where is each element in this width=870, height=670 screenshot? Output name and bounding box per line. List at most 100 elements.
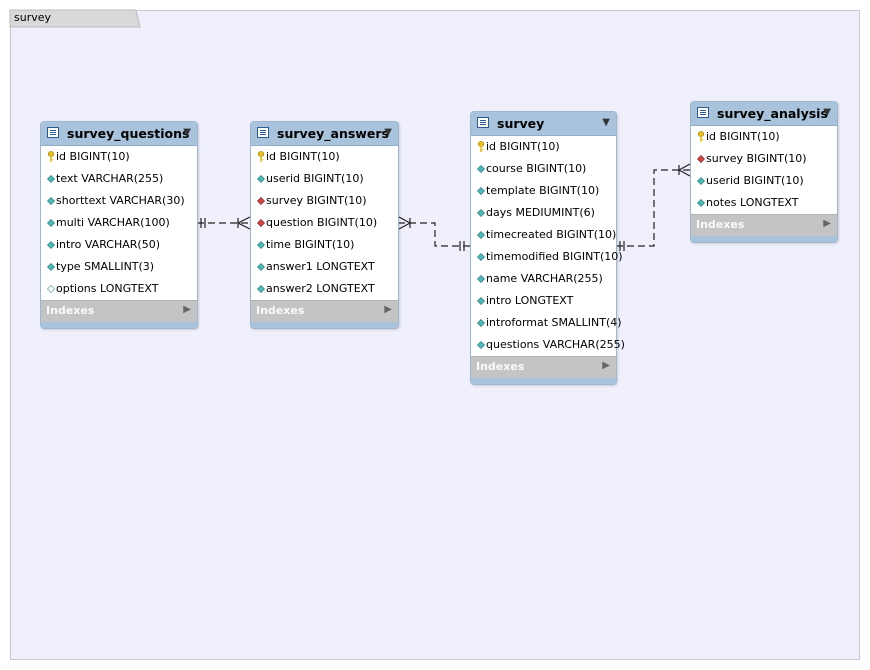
- column-icon: [477, 163, 485, 175]
- collapse-triangle-icon[interactable]: ▼: [823, 107, 831, 118]
- column-label: questions VARCHAR(255): [486, 338, 625, 351]
- key-icon: [477, 141, 485, 152]
- column-label: notes LONGTEXT: [706, 196, 799, 209]
- column-row[interactable]: timecreated BIGINT(10): [471, 224, 616, 246]
- column-row[interactable]: question BIGINT(10): [251, 212, 398, 234]
- diamond-icon: [47, 175, 55, 183]
- key-icon: [257, 151, 265, 162]
- foreign-key-icon: [257, 217, 265, 229]
- table-icon: [477, 117, 489, 128]
- column-icon: [47, 261, 55, 273]
- column-row[interactable]: text VARCHAR(255): [41, 168, 197, 190]
- column-row[interactable]: type SMALLINT(3): [41, 256, 197, 278]
- table-footer: [251, 322, 398, 328]
- column-row[interactable]: name VARCHAR(255): [471, 268, 616, 290]
- table-icon: [47, 127, 59, 138]
- column-row[interactable]: answer1 LONGTEXT: [251, 256, 398, 278]
- column-label: options LONGTEXT: [56, 282, 159, 295]
- column-row[interactable]: questions VARCHAR(255): [471, 334, 625, 356]
- column-row[interactable]: id BIGINT(10): [691, 126, 837, 148]
- column-row[interactable]: survey BIGINT(10): [251, 190, 398, 212]
- column-label: shorttext VARCHAR(30): [56, 194, 185, 207]
- column-row[interactable]: notes LONGTEXT: [691, 192, 837, 214]
- diamond-icon: [257, 263, 265, 271]
- table-name: survey_answers: [277, 126, 389, 141]
- foreign-key-icon: [257, 195, 265, 207]
- key-icon: [697, 131, 705, 142]
- expand-triangle-icon[interactable]: ▶: [384, 304, 392, 315]
- table-survey-questions[interactable]: survey_questions ▼ id BIGINT(10)text VAR…: [40, 121, 198, 329]
- column-row[interactable]: time BIGINT(10): [251, 234, 398, 256]
- table-header[interactable]: survey_answers ▼: [251, 122, 398, 146]
- column-label: multi VARCHAR(100): [56, 216, 170, 229]
- column-row[interactable]: answer2 LONGTEXT: [251, 278, 398, 300]
- indexes-section[interactable]: Indexes ▶: [691, 214, 837, 236]
- table-survey[interactable]: survey ▼ id BIGINT(10) course BIGINT(10) t…: [470, 111, 625, 385]
- column-label: id BIGINT(10): [486, 140, 560, 153]
- diamond-icon: [257, 175, 265, 183]
- table-header[interactable]: survey ▼: [471, 112, 616, 136]
- column-row[interactable]: intro VARCHAR(50): [41, 234, 197, 256]
- expand-triangle-icon[interactable]: ▶: [823, 218, 831, 229]
- primary-key-icon: [697, 131, 705, 143]
- key-icon: [47, 151, 55, 162]
- column-icon: [47, 217, 55, 229]
- collapse-triangle-icon[interactable]: ▼: [602, 117, 610, 128]
- column-label: name VARCHAR(255): [486, 272, 603, 285]
- table-footer: [691, 236, 837, 242]
- expand-triangle-icon[interactable]: ▶: [183, 304, 191, 315]
- diagram-tab-label: survey: [14, 11, 52, 24]
- column-row[interactable]: id BIGINT(10): [471, 136, 616, 158]
- diamond-icon: [257, 241, 265, 249]
- column-row[interactable]: id BIGINT(10): [251, 146, 398, 168]
- column-row[interactable]: intro LONGTEXT: [471, 290, 616, 312]
- column-row[interactable]: userid BIGINT(10): [251, 168, 398, 190]
- column-row[interactable]: userid BIGINT(10): [691, 170, 837, 192]
- diamond-icon: [477, 231, 485, 239]
- collapse-triangle-icon[interactable]: ▼: [384, 127, 392, 138]
- column-row[interactable]: options LONGTEXT: [41, 278, 197, 300]
- diamond-icon: [47, 219, 55, 227]
- column-row[interactable]: course BIGINT(10): [471, 158, 616, 180]
- column-row[interactable]: multi VARCHAR(100): [41, 212, 197, 234]
- column-label: survey BIGINT(10): [266, 194, 367, 207]
- column-row[interactable]: timemodified BIGINT(10): [471, 246, 623, 268]
- diamond-icon: [47, 197, 55, 205]
- column-label: intro LONGTEXT: [486, 294, 574, 307]
- table-header[interactable]: survey_analysis ▼: [691, 102, 837, 126]
- column-icon: [47, 239, 55, 251]
- column-label: userid BIGINT(10): [706, 174, 804, 187]
- column-icon: [477, 229, 485, 241]
- column-icon: [257, 261, 265, 273]
- table-name: survey_analysis: [717, 106, 828, 121]
- diamond-icon: [477, 253, 485, 261]
- column-row[interactable]: survey BIGINT(10): [691, 148, 837, 170]
- column-label: id BIGINT(10): [706, 130, 780, 143]
- diamond-icon: [477, 297, 485, 305]
- column-label: course BIGINT(10): [486, 162, 587, 175]
- diamond-icon: [477, 319, 485, 327]
- diagram-tab[interactable]: survey: [9, 9, 141, 28]
- indexes-section[interactable]: Indexes ▶: [251, 300, 398, 322]
- column-row[interactable]: shorttext VARCHAR(30): [41, 190, 197, 212]
- table-name: survey: [497, 116, 545, 131]
- column-label: time BIGINT(10): [266, 238, 355, 251]
- column-row[interactable]: days MEDIUMINT(6): [471, 202, 616, 224]
- table-survey-answers[interactable]: survey_answers ▼ id BIGINT(10) userid BIG…: [250, 121, 399, 329]
- column-row[interactable]: id BIGINT(10): [41, 146, 197, 168]
- column-row[interactable]: template BIGINT(10): [471, 180, 616, 202]
- table-survey-analysis[interactable]: survey_analysis ▼ id BIGINT(10) survey BI…: [690, 101, 838, 243]
- table-header[interactable]: survey_questions ▼: [41, 122, 197, 146]
- expand-triangle-icon[interactable]: ▶: [602, 360, 610, 371]
- column-label: answer2 LONGTEXT: [266, 282, 375, 295]
- column-icon: [257, 283, 265, 295]
- column-icon: [477, 251, 485, 263]
- red-diamond-icon: [257, 219, 265, 227]
- column-row[interactable]: introformat SMALLINT(4): [471, 312, 622, 334]
- column-label: userid BIGINT(10): [266, 172, 364, 185]
- indexes-section[interactable]: Indexes ▶: [41, 300, 197, 322]
- indexes-section[interactable]: Indexes ▶: [471, 356, 616, 378]
- collapse-triangle-icon[interactable]: ▼: [183, 127, 191, 138]
- column-icon: [697, 197, 705, 209]
- indexes-label: Indexes: [696, 218, 745, 231]
